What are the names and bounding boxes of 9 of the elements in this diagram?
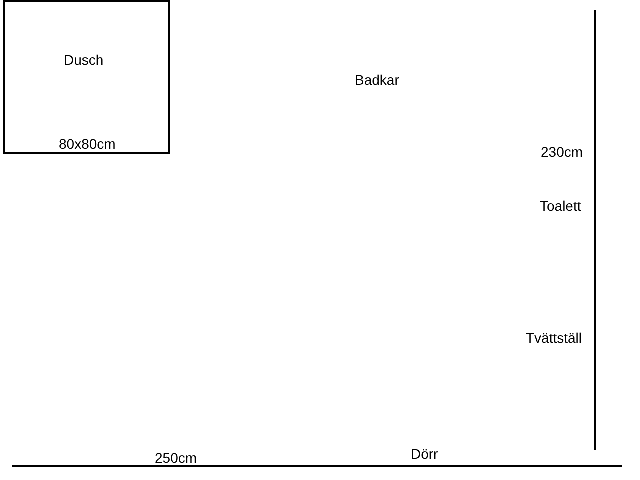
dimension-label: 230cm — [541, 144, 584, 160]
shower-outline — [3, 0, 170, 154]
fixture-label: Tvättställ — [526, 330, 582, 346]
dimension-label: 80x80cm — [59, 136, 116, 152]
fixture-label: Badkar — [355, 72, 400, 88]
dimension-label: 250cm — [155, 450, 198, 466]
fixture-label: Toalett — [540, 198, 582, 214]
door-label: Dörr — [411, 446, 438, 462]
room-label: Dusch — [64, 52, 104, 68]
